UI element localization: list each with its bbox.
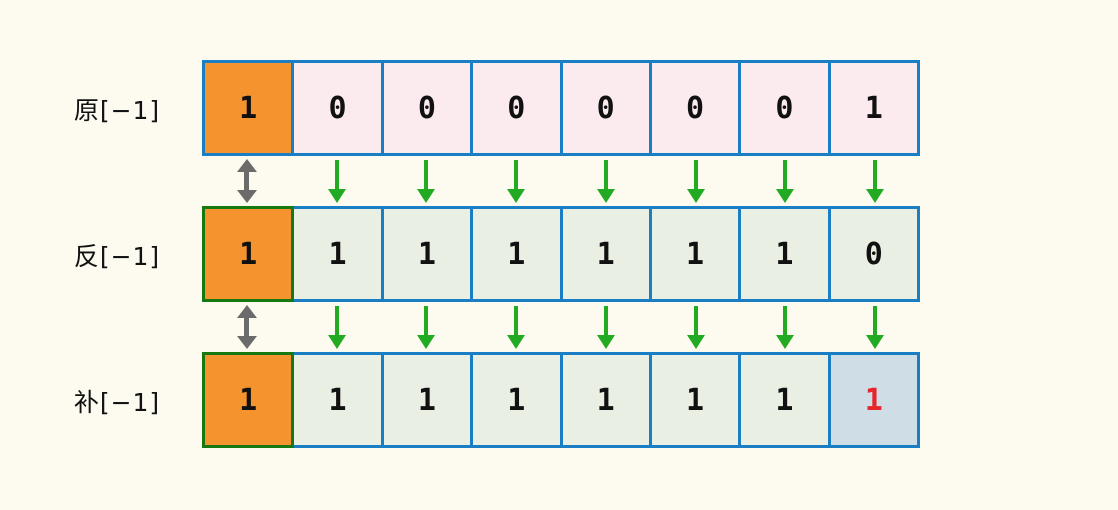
down-green-arrow [424, 306, 429, 336]
bit-cell-row1-col4: 0 [470, 60, 563, 156]
bit-cell-row3-col4: 1 [470, 352, 563, 448]
down-green-arrow [873, 160, 878, 190]
sign-bit-link-arrow-2 [244, 317, 250, 337]
bit-cell-row2-col8: 0 [827, 206, 920, 302]
bit-cell-row3-col8: 1 [827, 352, 920, 448]
bit-cell-row2-col6: 1 [648, 206, 742, 302]
bit-flow-arrow-2-col7 [783, 306, 788, 336]
bit-flow-arrow-1-col7 [783, 160, 788, 190]
row-label-3: 补[−1] [73, 388, 161, 417]
bit-cell-row1-col2: 0 [291, 60, 384, 156]
bit-cell-row2-col3: 1 [380, 206, 474, 302]
down-green-arrow [693, 160, 698, 190]
bit-flow-arrow-2-col5 [603, 306, 608, 336]
down-green-arrow [783, 306, 788, 336]
bit-cell-row2-col7: 1 [738, 206, 831, 302]
bit-flow-arrow-2-col2 [334, 306, 339, 336]
down-green-arrow [873, 306, 878, 336]
down-green-arrow [514, 160, 519, 190]
bit-flow-arrow-2-col8 [873, 306, 878, 336]
bit-flow-arrow-1-col4 [514, 160, 519, 190]
bit-flow-arrow-1-col5 [603, 160, 608, 190]
bit-cell-row1-col7: 0 [738, 60, 831, 156]
double-headed-gray-arrow [244, 171, 250, 191]
down-green-arrow [334, 306, 339, 336]
sign-bit-cell-row2: 1 [202, 206, 295, 302]
bit-cell-row1-col6: 0 [648, 60, 742, 156]
bit-flow-arrow-2-col6 [693, 306, 698, 336]
bit-cell-row3-col6: 1 [648, 352, 742, 448]
down-green-arrow [603, 306, 608, 336]
bit-flow-arrow-2-col3 [424, 306, 429, 336]
sign-bit-cell-row3: 1 [202, 352, 295, 448]
bit-cell-row3-col7: 1 [738, 352, 831, 448]
bit-cell-row2-col4: 1 [470, 206, 563, 302]
bit-cell-row1-col8: 1 [827, 60, 920, 156]
down-green-arrow [693, 306, 698, 336]
down-green-arrow [783, 160, 788, 190]
row-label-1: 原[−1] [73, 96, 161, 125]
down-green-arrow [424, 160, 429, 190]
down-green-arrow [603, 160, 608, 190]
sign-bit-link-arrow-1 [244, 171, 250, 191]
bit-cell-row3-col5: 1 [559, 352, 652, 448]
down-green-arrow [514, 306, 519, 336]
bit-flow-arrow-2-col4 [514, 306, 519, 336]
bit-cell-row2-col5: 1 [559, 206, 652, 302]
down-green-arrow [334, 160, 339, 190]
bit-flow-arrow-1-col3 [424, 160, 429, 190]
bit-cell-row3-col2: 1 [291, 352, 384, 448]
double-headed-gray-arrow [244, 317, 250, 337]
bit-flow-arrow-1-col6 [693, 160, 698, 190]
bit-cell-row2-col2: 1 [291, 206, 384, 302]
bit-cell-row1-col3: 0 [380, 60, 474, 156]
row-label-2: 反[−1] [73, 242, 161, 271]
bit-cell-row1-col5: 0 [559, 60, 652, 156]
bit-flow-arrow-1-col2 [334, 160, 339, 190]
bit-cell-row3-col3: 1 [380, 352, 474, 448]
bit-flow-arrow-1-col8 [873, 160, 878, 190]
sign-bit-cell-row1: 1 [202, 60, 295, 156]
